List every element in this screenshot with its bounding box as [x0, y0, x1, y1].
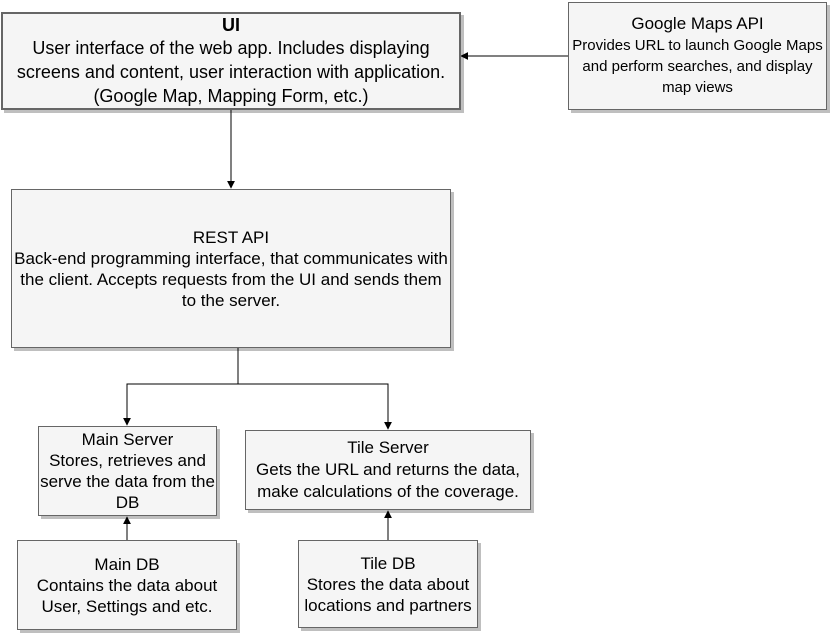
main-server-box: Main Server Stores, retrieves and serve …: [38, 426, 217, 516]
ui-box: UI User interface of the web app. Includ…: [1, 12, 461, 110]
rest-api-description: Back-end programming interface, that com…: [14, 248, 448, 310]
main-db-description: Contains the data about User, Settings a…: [36, 575, 218, 616]
ui-title: UI: [222, 15, 240, 35]
arrow-rest-api-to-main-server: [123, 348, 239, 426]
tile-db-description: Stores the data about locations and part…: [304, 574, 472, 615]
ui-description: User interface of the web app. Includes …: [16, 38, 446, 106]
google-maps-api-box: Google Maps API Provides URL to launch G…: [568, 2, 827, 110]
main-db-title: Main DB: [94, 554, 160, 574]
rest-api-box: REST API Back-end programming interface,…: [11, 189, 451, 348]
tile-server-title: Tile Server: [347, 438, 429, 457]
main-server-title: Main Server: [81, 430, 174, 449]
tile-server-box: Tile Server Gets the URL and returns the…: [245, 430, 531, 510]
rest-api-title: REST API: [192, 227, 270, 247]
main-server-description: Stores, retrieves and serve the data fro…: [40, 451, 215, 512]
tile-db-box: Tile DB Stores the data about locations …: [298, 540, 478, 628]
google-maps-api-description: Provides URL to launch Google Maps and p…: [572, 37, 823, 96]
tile-db-title: Tile DB: [360, 553, 416, 573]
arrow-rest-api-to-tile-server: [238, 383, 392, 430]
tile-server-description: Gets the URL and returns the data, make …: [256, 460, 520, 501]
google-maps-api-title: Google Maps API: [631, 14, 764, 33]
main-db-box: Main DB Contains the data about User, Se…: [17, 540, 237, 630]
